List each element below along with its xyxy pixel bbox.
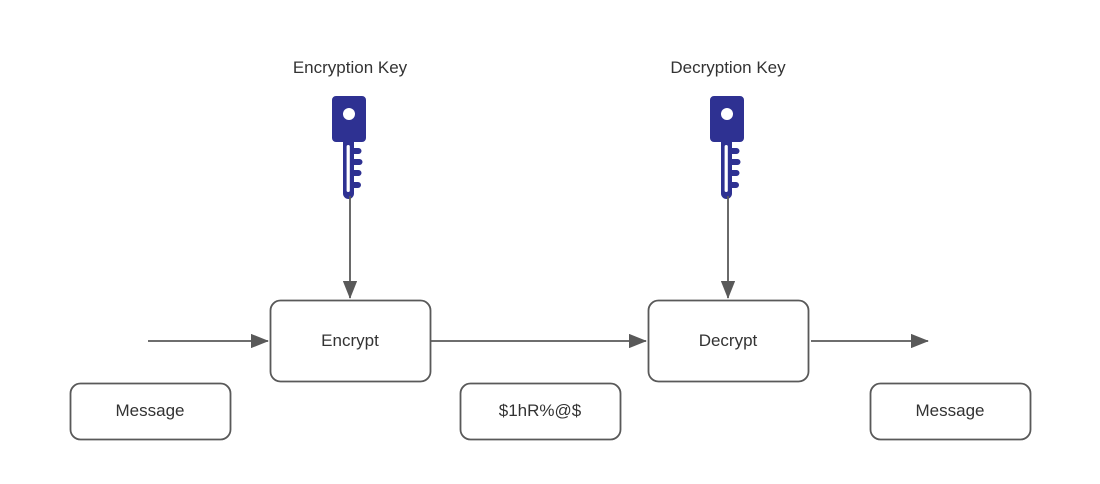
decryption-key-icon: [710, 96, 744, 199]
decryption-key-caption: Decryption Key: [670, 58, 786, 77]
encrypt-box[interactable]: [269, 299, 432, 383]
decrypt-box[interactable]: [647, 299, 810, 383]
encryption-key-icon: [332, 96, 366, 199]
plaintext-box[interactable]: [69, 382, 232, 441]
encryption-key-caption: Encryption Key: [292, 58, 408, 77]
output-box[interactable]: [869, 382, 1032, 441]
ciphertext-box[interactable]: [459, 382, 622, 441]
